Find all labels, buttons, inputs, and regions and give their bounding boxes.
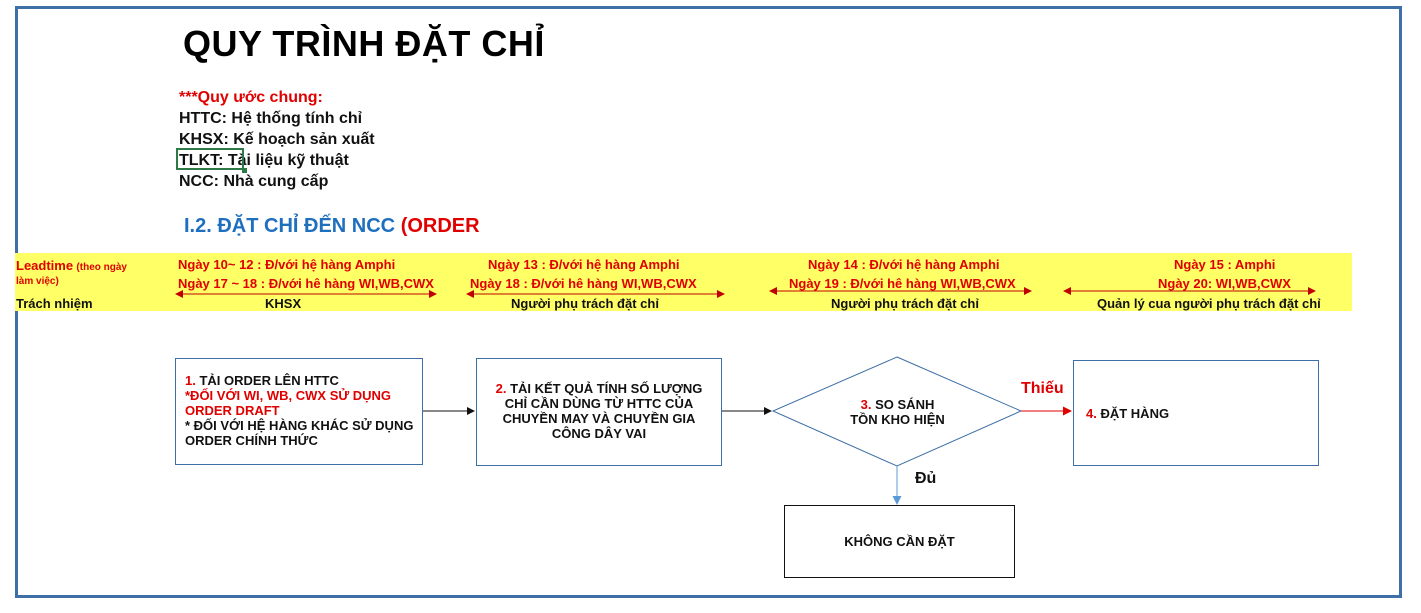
selected-cell-outline[interactable] <box>176 148 244 170</box>
col3-owner: Người phụ trách đặt chỉ <box>831 296 979 311</box>
enough-label: Đủ <box>915 470 937 487</box>
legend-item-ncc: NCC: Nhà cung cấp <box>179 173 329 190</box>
step4-text: 4. ĐẶT HÀNG <box>1086 406 1169 421</box>
step2-text: 2. TẢI KẾT QUẢ TÍNH SỐ LƯỢNG CHỈ CẦN DÙN… <box>490 381 708 441</box>
col1-owner: KHSX <box>265 296 302 311</box>
step1-note: * ĐỐI VỚI HỆ HÀNG KHÁC SỬ DỤNG ORDER CHÍ… <box>185 418 414 448</box>
step3-num: 3. <box>860 397 872 412</box>
selection-handle[interactable] <box>242 168 247 173</box>
leadtime-label: Leadtime (theo ngày <box>16 258 127 273</box>
section-label: I.2. ĐẶT CHỈ ĐẾN NCC <box>184 215 396 237</box>
legend-item-tlkt: TLKT: Tài liệu kỹ thuật <box>179 152 349 169</box>
step1-red-note: *ĐỐI VỚI WI, WB, CWX SỬ DỤNG ORDER DRAFT <box>185 388 392 418</box>
no-order-box <box>784 505 1015 578</box>
col3-line1: Ngày 14 : Đ/với hệ hàng Amphi <box>808 257 1000 272</box>
col2-owner: Người phụ trách đặt chỉ <box>511 296 659 311</box>
legend-heading: ***Quy ước chung: <box>179 89 323 106</box>
step4-box <box>1073 360 1319 466</box>
step2-label: TẢI KẾT QUẢ TÍNH SỐ LƯỢNG CHỈ CẦN DÙNG T… <box>502 381 703 441</box>
step3-text: 3. SO SÁNH TỒN KHO HIỆN <box>820 397 975 427</box>
leadtime-note: (theo ngày <box>76 262 127 273</box>
col1-line2: Ngày 17 ~ 18 : Đ/với hê hàng WI,WB,CWX <box>178 276 434 291</box>
no-order-text: KHÔNG CẦN ĐẶT <box>844 534 955 549</box>
col4-owner: Quản lý cua người phụ trách đặt chỉ <box>1097 296 1321 311</box>
col2-line2: Ngày 18 : Đ/với hê hàng WI,WB,CWX <box>470 276 697 291</box>
step4-num: 4. <box>1086 406 1097 421</box>
step4-label: ĐẶT HÀNG <box>1100 406 1170 421</box>
leadtime-label-text: Leadtime <box>16 258 74 273</box>
step2-box <box>476 358 722 466</box>
section-label-red: (ORDER <box>400 215 480 237</box>
short-label: Thiếu <box>1021 380 1064 397</box>
step3-line2: TỒN KHO HIỆN <box>850 412 945 427</box>
col1-line1: Ngày 10~ 12 : Đ/với hệ hàng Amphi <box>178 257 396 272</box>
step2-num: 2. <box>495 381 507 396</box>
page-title: QUY TRÌNH ĐẶT CHỈ <box>183 23 545 64</box>
step1-title: TẢI ORDER LÊN HTTC <box>199 373 339 388</box>
col4-line1: Ngày 15 : Amphi <box>1174 257 1276 272</box>
col2-line1: Ngày 13 : Đ/với hệ hàng Amphi <box>488 257 680 272</box>
step1-text: 1. TẢI ORDER LÊN HTTC *ĐỐI VỚI WI, WB, C… <box>185 373 417 448</box>
section-heading: I.2. ĐẶT CHỈ ĐẾN NCC (ORDER <box>184 215 480 238</box>
legend-item-khsx: KHSX: Kế hoạch sản xuất <box>179 131 375 148</box>
leadtime-band <box>15 253 1352 311</box>
step1-box <box>175 358 423 465</box>
responsibility-label: Trách nhiệm <box>16 296 93 311</box>
leadtime-note-2: làm việc) <box>16 276 59 287</box>
step3-line1: SO SÁNH <box>875 397 935 412</box>
step1-num: 1. <box>185 373 196 388</box>
legend-item-httc: HTTC: Hệ thống tính chỉ <box>179 110 363 127</box>
